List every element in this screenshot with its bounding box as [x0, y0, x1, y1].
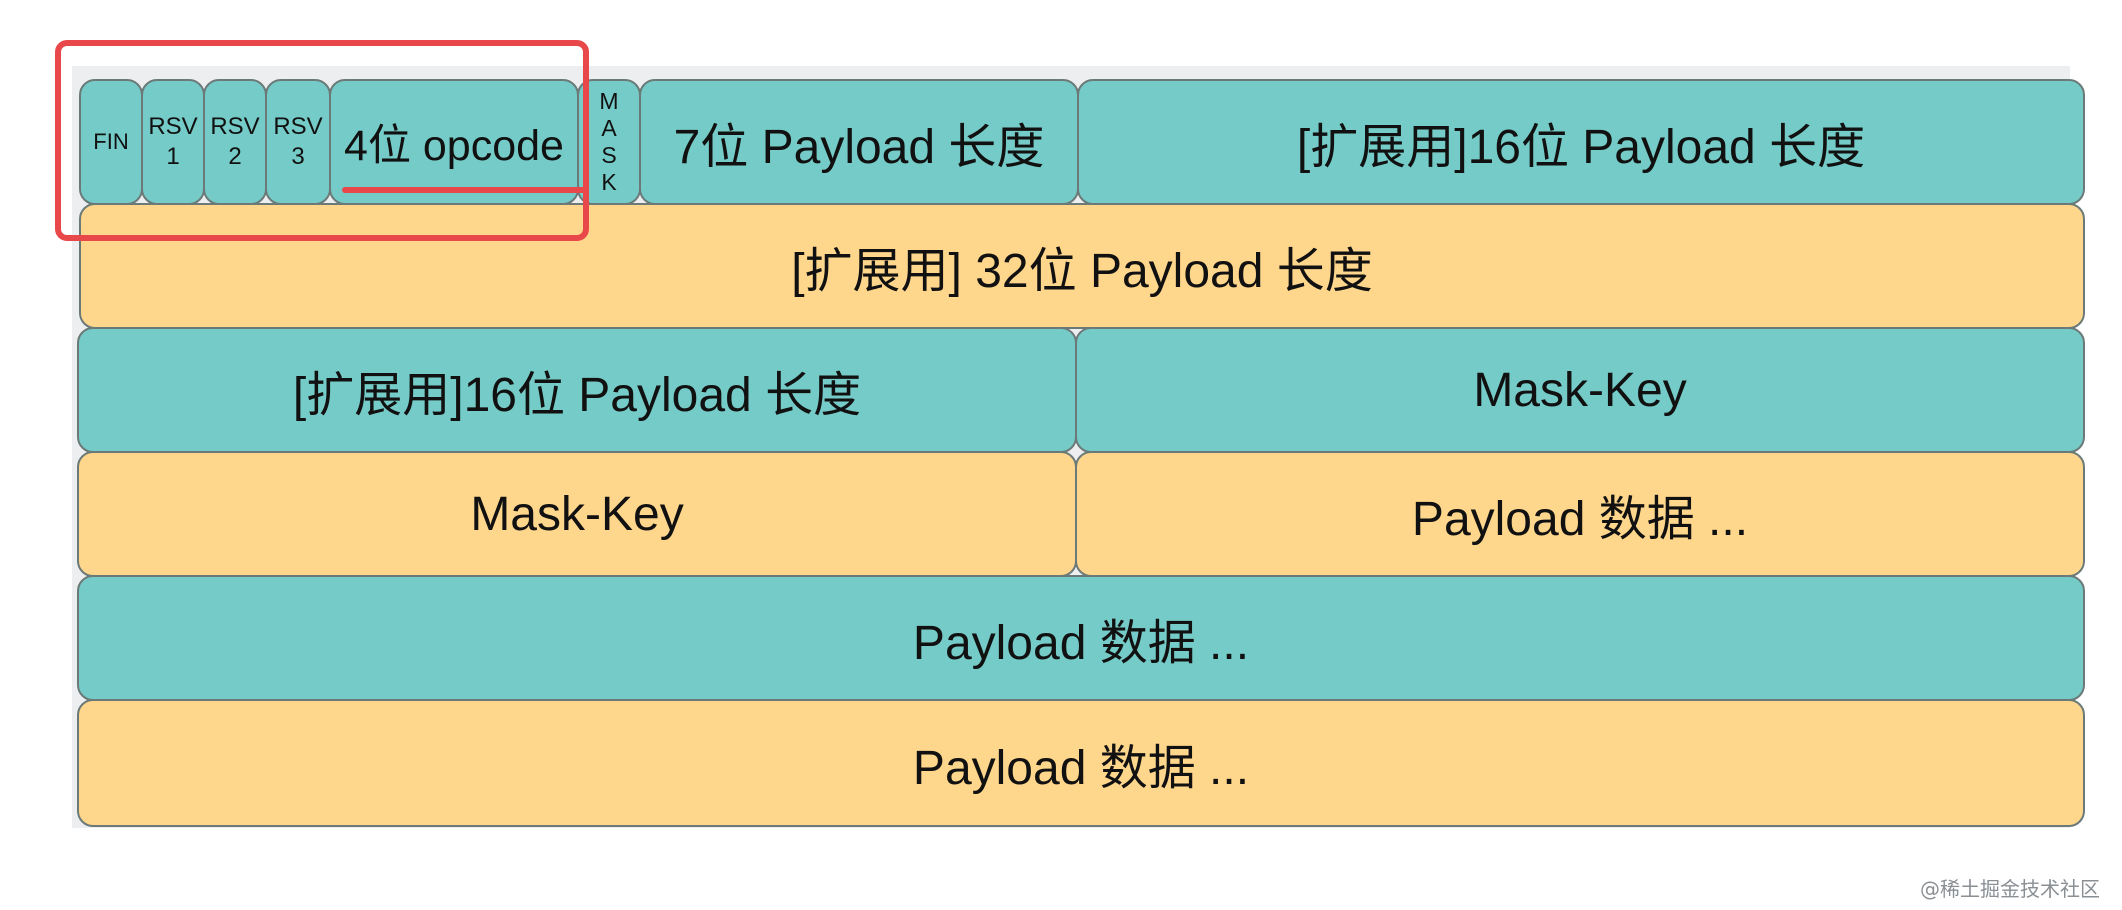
fin-label: FIN: [93, 129, 129, 154]
highlight-underline: [342, 187, 587, 193]
payload-data-field-row4: Payload 数据 ...: [1075, 451, 2085, 577]
payload-data-label-row4: Payload 数据 ...: [1411, 493, 1749, 546]
mask-key-field-row3: Mask-Key: [1075, 327, 2085, 453]
payload-data-label-row5: Payload 数据 ...: [912, 617, 1250, 670]
extended-32bit-length-label: [扩展用] 32位 Payload 长度: [791, 245, 1373, 298]
rsv2-label: RSV 2: [210, 113, 260, 170]
extended-32bit-length-field: [扩展用] 32位 Payload 长度: [79, 203, 2085, 329]
payload-data-label-row6: Payload 数据 ...: [912, 742, 1250, 795]
opcode-label: 4位 opcode: [344, 122, 564, 170]
fin-field: FIN: [79, 79, 143, 205]
mask-key-label-row4: Mask-Key: [470, 487, 684, 541]
payload-data-field-row6: Payload 数据 ...: [77, 699, 2085, 827]
rsv1-label: RSV 1: [148, 113, 198, 170]
payload-length-7bit-field: 7位 Payload 长度: [639, 79, 1079, 205]
extended-16bit-length-field-row3: [扩展用]16位 Payload 长度: [77, 327, 1077, 453]
extended-16bit-length-field: [扩展用]16位 Payload 长度: [1077, 79, 2085, 205]
rsv3-label: RSV 3: [273, 113, 323, 170]
rsv3-field: RSV 3: [265, 79, 331, 205]
payload-data-field-row5: Payload 数据 ...: [77, 575, 2085, 701]
highlight-box: [55, 40, 589, 241]
mask-label: M A S K: [599, 88, 619, 195]
mask-key-field-row4: Mask-Key: [77, 451, 1077, 577]
mask-key-label-row3: Mask-Key: [1473, 363, 1687, 417]
extended-16bit-length-label: [扩展用]16位 Payload 长度: [1296, 121, 1866, 174]
watermark: @稀土掘金技术社区: [1920, 877, 2100, 901]
payload-length-7bit-label: 7位 Payload 长度: [673, 121, 1045, 174]
extended-16bit-length-label-row3: [扩展用]16位 Payload 长度: [292, 369, 862, 422]
